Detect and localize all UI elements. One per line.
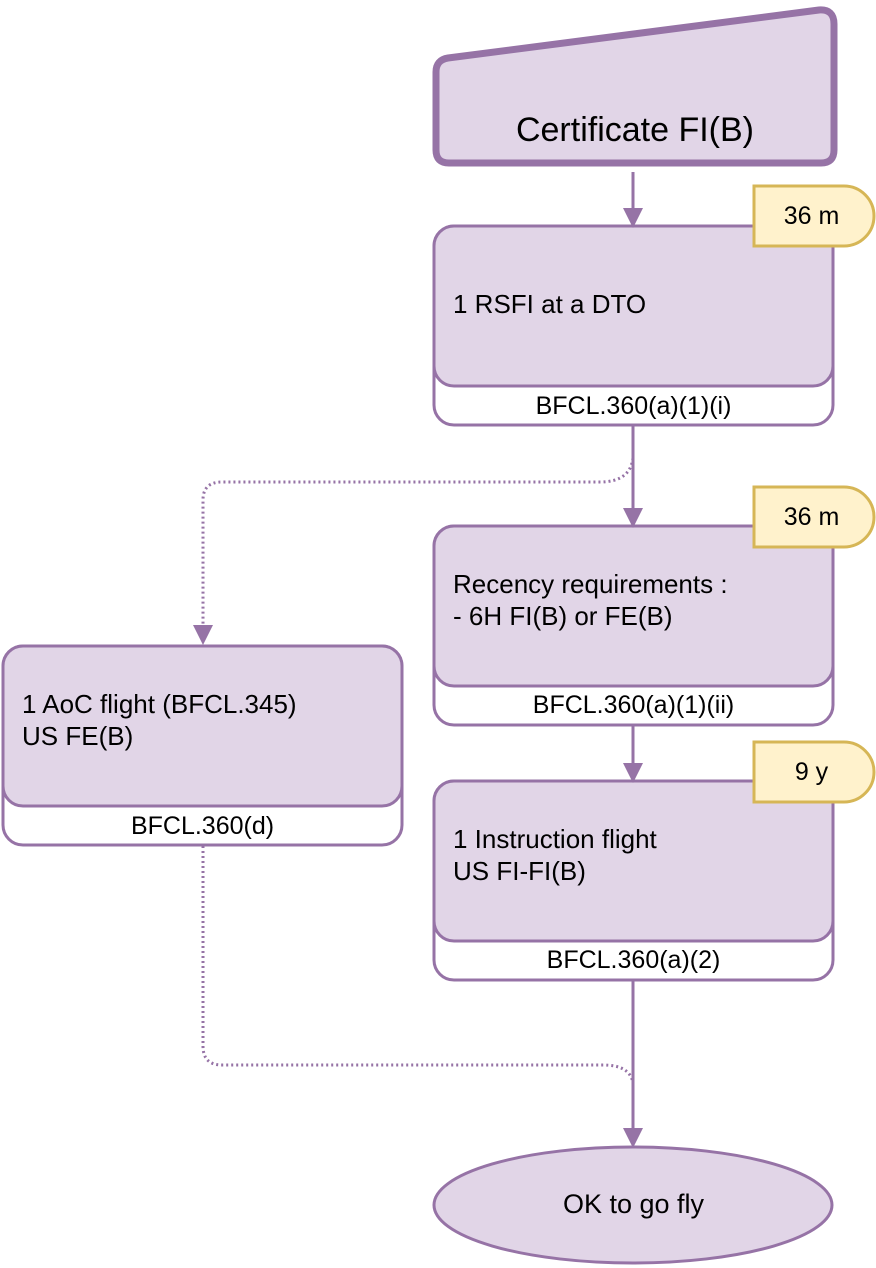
validity-badge-rsfi xyxy=(752,184,876,248)
alternative-line-2: US FE(B) xyxy=(22,720,134,751)
step-recency-reference: BFCL.360(a)(1)(ii) xyxy=(532,691,735,719)
step-rsfi-line-1: 1 RSFI at a DTO xyxy=(453,289,647,319)
step-instruction-text: 1 Instruction flight US FI-FI(B) xyxy=(453,824,657,887)
step-recency-validity: 36 m xyxy=(783,503,840,531)
step-rsfi-reference: BFCL.360(a)(1)(i) xyxy=(535,392,732,420)
step-recency-line-2: - 6H FI(B) or FE(B) xyxy=(453,600,673,631)
start-label: Certificate FI(B) xyxy=(515,111,755,149)
start-manual-input-shape[interactable] xyxy=(432,6,838,167)
step-recency-line-1: Recency requirements : xyxy=(453,569,728,599)
end-label: OK to go fly xyxy=(562,1189,705,1219)
step-instruction-line-2: US FI-FI(B) xyxy=(453,855,586,886)
validity-badge-instruction-flight xyxy=(752,740,876,804)
step-recency-text: Recency requirements : - 6H FI(B) or FE(… xyxy=(453,569,728,632)
step-rsfi-validity: 36 m xyxy=(783,202,840,230)
step-card-instruction-flight[interactable] xyxy=(432,779,835,982)
alternative-reference: BFCL.360(d) xyxy=(130,812,275,840)
step-instruction-validity: 9 y xyxy=(794,758,829,786)
step-rsfi-text: 1 RSFI at a DTO xyxy=(453,289,646,321)
step-instruction-reference: BFCL.360(a)(2) xyxy=(546,946,721,974)
validity-badge-recency xyxy=(752,485,876,549)
alternative-line-1: 1 AoC flight (BFCL.345) xyxy=(22,689,297,719)
alternative-card-aoc-flight[interactable] xyxy=(1,644,404,847)
dotted-line-aoc-to-end xyxy=(201,846,635,1084)
dotted-arrow-rsfi-to-aoc xyxy=(193,457,635,645)
alternative-text: 1 AoC flight (BFCL.345) US FE(B) xyxy=(22,689,297,752)
step-instruction-line-1: 1 Instruction flight xyxy=(453,824,657,854)
